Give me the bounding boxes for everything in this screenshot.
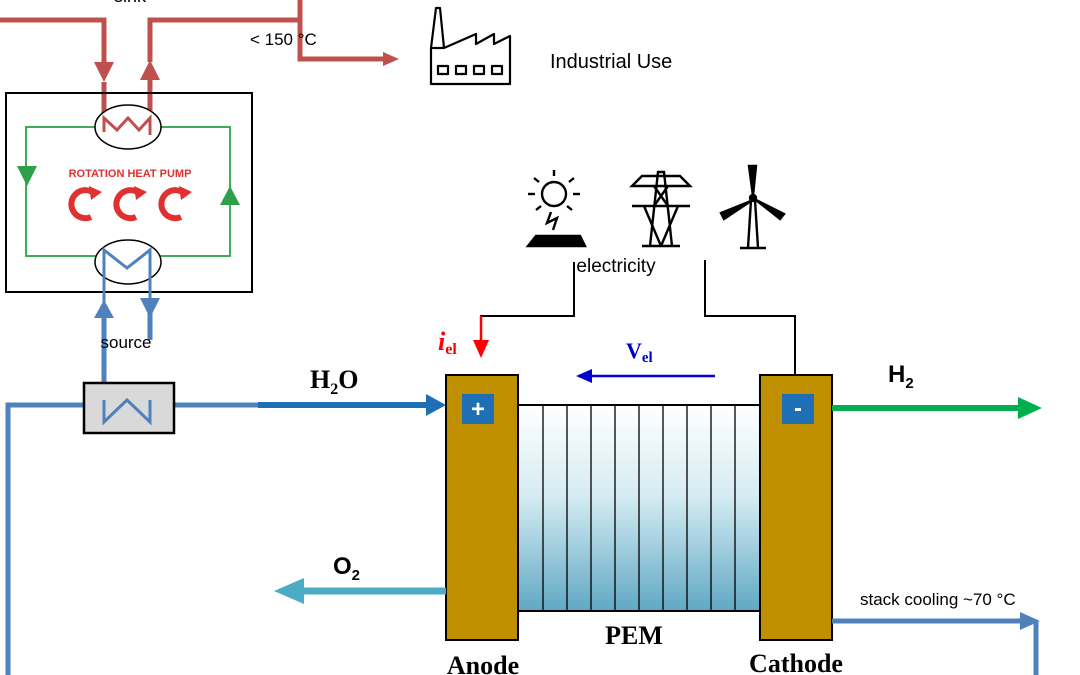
oxygen-outlet-arrow: [274, 578, 304, 604]
loop-up-arrow: [220, 186, 240, 205]
wind-turbine-icon: [719, 164, 786, 250]
industrial-feed-arrow: [383, 52, 399, 66]
electricity-label: electricity: [576, 256, 656, 277]
temperature-label: < 150 °C: [250, 30, 317, 49]
rotation-arrowheads: [89, 186, 192, 200]
power-tower-icon: [629, 170, 693, 248]
heat-pump-title: ROTATION HEAT PUMP: [69, 168, 192, 180]
cathode-label: Cathode: [749, 649, 843, 675]
preheat-coil: [102, 397, 152, 426]
anode-terminal: [462, 394, 494, 424]
evaporator-coil: [102, 246, 152, 308]
source-label: source: [100, 333, 151, 352]
industrial-feed-line: [297, 0, 385, 62]
condenser-exchanger: [94, 104, 162, 150]
hydrogen-label: H2: [888, 361, 914, 392]
stack-cooling-label: stack cooling ~70 °C: [860, 590, 1016, 609]
sink-up-arrow: [140, 60, 160, 80]
water-return-line: [5, 402, 84, 675]
water-preheat-exchanger: [82, 381, 176, 435]
anode-sign: +: [471, 396, 485, 423]
hydrogen-outlet-arrow: [1018, 397, 1042, 419]
water-label: H2O: [310, 365, 358, 398]
stack-cooling-arrow: [1020, 612, 1040, 630]
rotation-arrow-icon: [68, 187, 188, 222]
condenser-coil: [102, 114, 152, 135]
anode-label: Anode: [447, 651, 519, 675]
cathode-wire: [704, 260, 796, 376]
voltage-arrow: [576, 369, 592, 383]
heat-pump-box: [5, 92, 253, 293]
oxygen-label: O2: [333, 553, 360, 584]
sink-inlet-line: [0, 17, 107, 65]
pem-cell-dividers: [542, 405, 736, 611]
pem-label: PEM: [605, 621, 663, 650]
cathode-terminal: [782, 394, 814, 424]
factory-icon: [429, 6, 512, 86]
water-feed-arrow: [426, 394, 446, 416]
current-arrow: [473, 340, 489, 358]
industrial-use-label: Industrial Use: [550, 51, 672, 73]
source-up-arrow: [94, 300, 114, 318]
sink-down-arrow: [94, 62, 114, 82]
evaporator-exchanger: [94, 239, 162, 285]
voltage-label: Vel: [626, 338, 653, 366]
sink-lines: [0, 0, 399, 135]
anode-wire: [480, 262, 575, 340]
current-label: iel: [438, 327, 457, 358]
loop-down-arrow: [17, 166, 37, 186]
sink-label: sink: [114, 0, 147, 6]
solar-panel-icon: [525, 170, 587, 248]
cathode-sign: -: [794, 395, 802, 422]
